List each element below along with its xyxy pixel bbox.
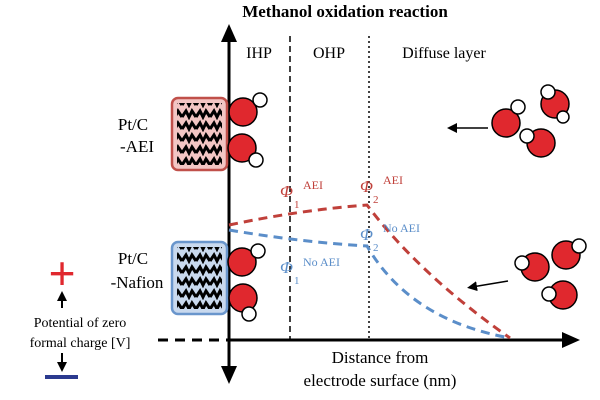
- adsorbed-molecule-aei-2: [227, 133, 264, 168]
- diagram-title: Methanol oxidation reaction: [242, 2, 448, 21]
- phi2-aei-label: Φ 2 AEI: [360, 173, 403, 206]
- electrode-axis-bottom-arrowhead: [221, 366, 237, 384]
- region-label-ihp: IHP: [246, 45, 272, 62]
- adsorbed-molecule-nafion-2: [228, 283, 258, 322]
- electrode-label-nafion-line1: Pt/C: [118, 249, 148, 268]
- pzc-label-line1: Potential of zero: [34, 316, 127, 331]
- phi1-noaei-label: Φ 1 No AEI: [280, 255, 340, 287]
- electrode-label-aei-line1: Pt/C: [118, 115, 148, 134]
- phi2-noaei-label: Φ 2 No AEI: [360, 221, 420, 254]
- minus-sign: [45, 375, 78, 379]
- svg-text:AEI: AEI: [383, 173, 403, 187]
- electrode-axis-top-arrowhead: [221, 24, 237, 42]
- svg-text:No AEI: No AEI: [383, 221, 420, 235]
- pt-c-nafion-electrode-box: [170, 240, 229, 316]
- region-label-ohp: OHP: [313, 45, 345, 62]
- phi1-aei-label: Φ 1 AEI: [280, 178, 323, 211]
- xaxis-label-line1: Distance from: [332, 348, 429, 367]
- svg-text:1: 1: [294, 275, 300, 287]
- plus-sign: +: [49, 247, 76, 299]
- svg-text:Φ: Φ: [280, 258, 293, 277]
- aei-potential-curve: [228, 203, 511, 340]
- pzc-label-line2: formal charge [V]: [30, 336, 131, 351]
- distance-axis-arrowhead: [562, 332, 580, 348]
- electrode-label-aei-line2: -AEI: [120, 137, 154, 156]
- svg-text:2: 2: [373, 242, 379, 254]
- adsorbed-molecule-aei-1: [228, 92, 268, 127]
- svg-text:Φ: Φ: [280, 182, 293, 201]
- noaei-potential-curve: [228, 228, 511, 340]
- electrode-label-nafion-line2: -Nafion: [111, 273, 164, 292]
- water-cluster-upper: [491, 84, 570, 158]
- arrow-lower-water: [467, 280, 509, 292]
- xaxis-label-line2: electrode surface (nm): [304, 371, 457, 390]
- svg-text:1: 1: [294, 199, 300, 211]
- region-label-diffuse: Diffuse layer: [402, 45, 486, 62]
- adsorbed-molecule-nafion-1: [227, 243, 266, 277]
- svg-text:AEI: AEI: [303, 178, 323, 192]
- pt-c-aei-electrode-box: [170, 96, 229, 172]
- svg-text:Φ: Φ: [360, 177, 373, 196]
- water-cluster-lower: [514, 238, 587, 310]
- svg-text:No AEI: No AEI: [303, 255, 340, 269]
- svg-text:2: 2: [373, 194, 379, 206]
- svg-text:Φ: Φ: [360, 225, 373, 244]
